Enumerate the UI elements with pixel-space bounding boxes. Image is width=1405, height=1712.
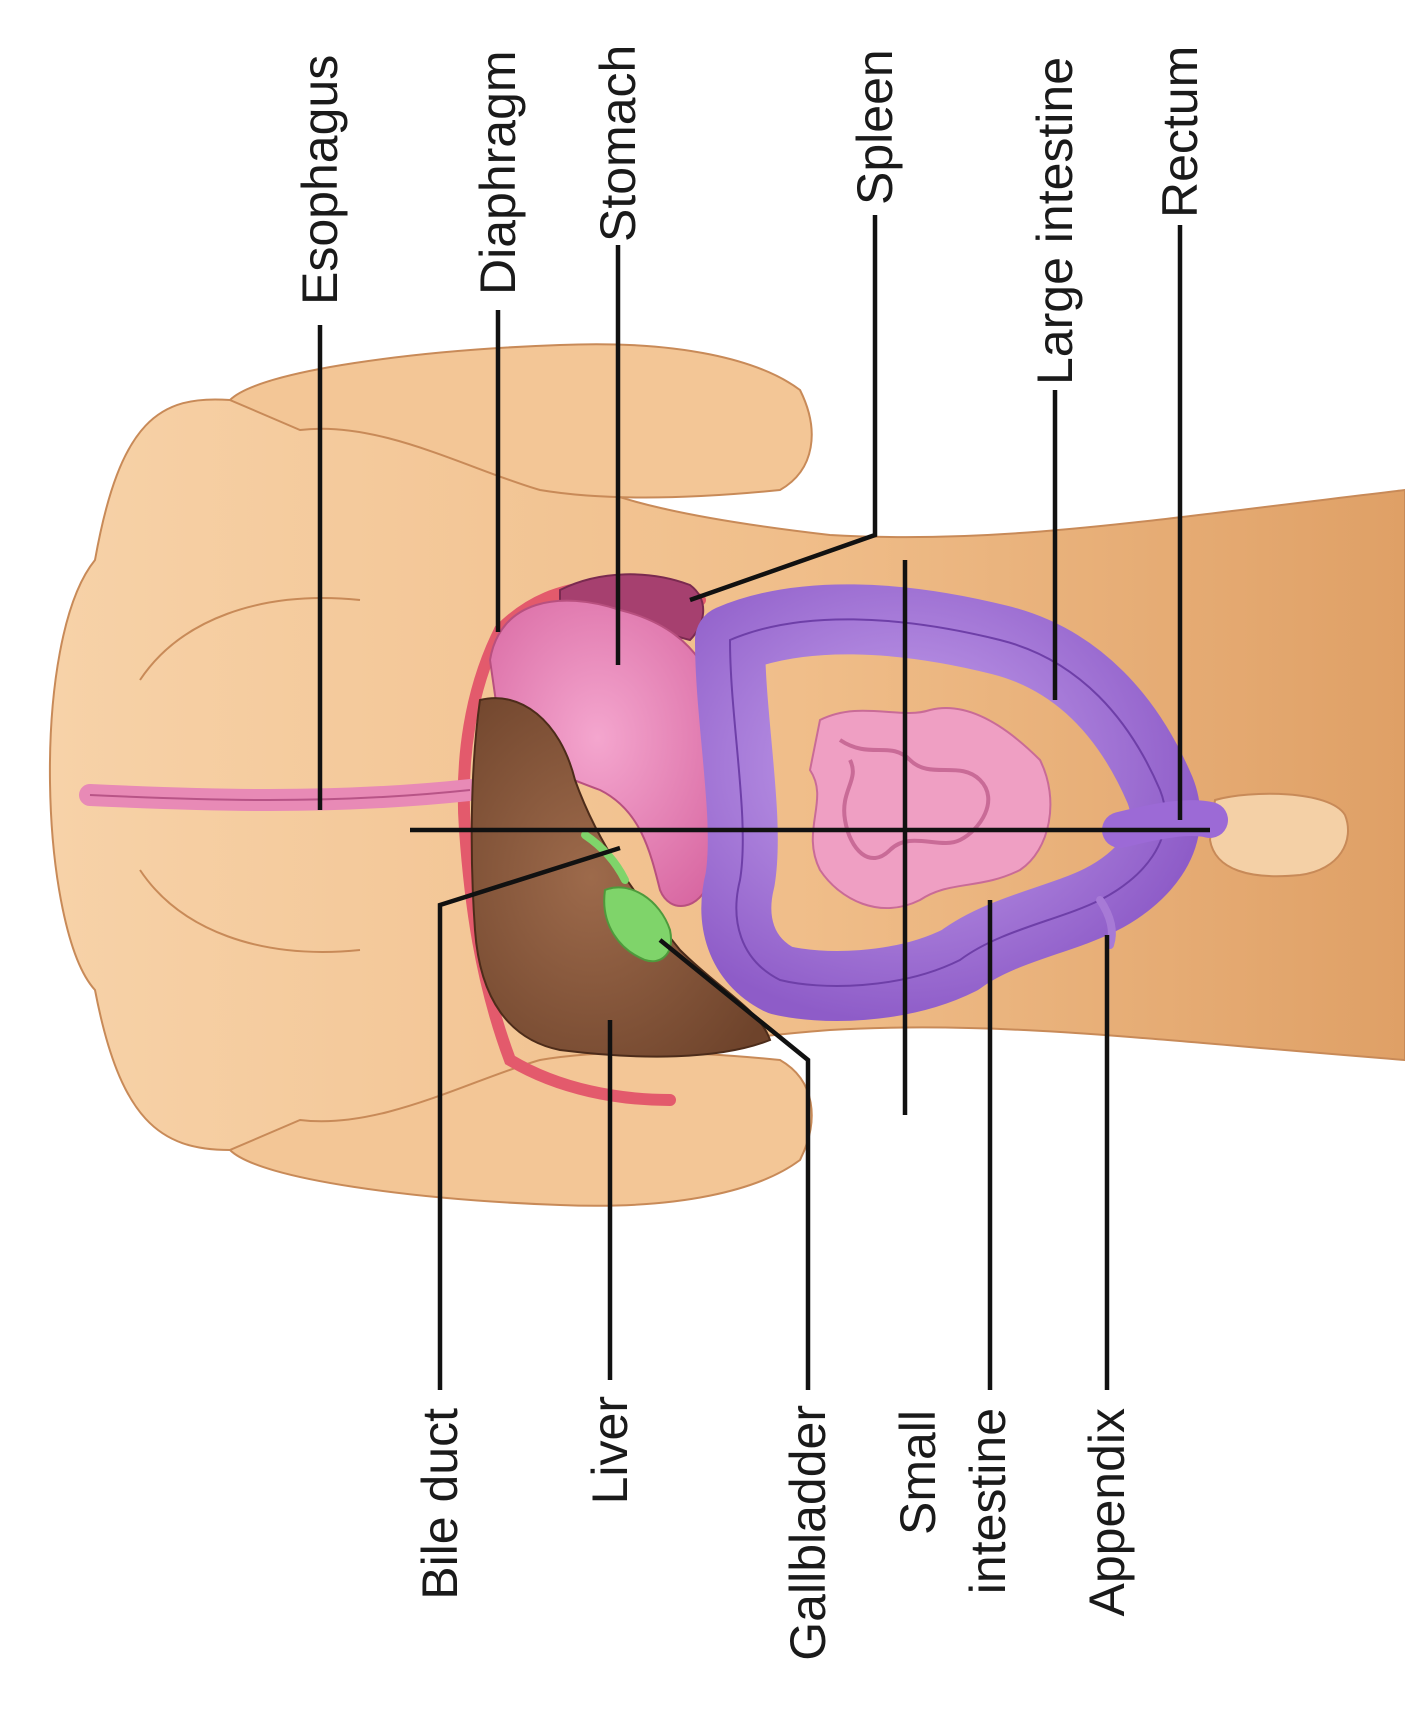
label-appendix: Appendix: [1079, 1408, 1135, 1617]
label-spleen: Spleen: [847, 49, 903, 205]
label-diaphragm: Diaphragm: [470, 50, 526, 295]
label-rectum: Rectum: [1152, 46, 1208, 218]
label-large-intestine: Large intestine: [1027, 57, 1083, 385]
label-gallbladder: Gallbladder: [780, 1405, 836, 1661]
label-bile-duct: Bile duct: [412, 1408, 468, 1600]
label-esophagus: Esophagus: [292, 55, 348, 305]
label-liver: Liver: [582, 1396, 638, 1504]
label-small-intestine-line1: Small: [890, 1410, 946, 1535]
label-stomach: Stomach: [590, 45, 646, 242]
label-small-intestine-line2: intestine: [960, 1408, 1016, 1594]
genital-region: [1210, 794, 1348, 876]
